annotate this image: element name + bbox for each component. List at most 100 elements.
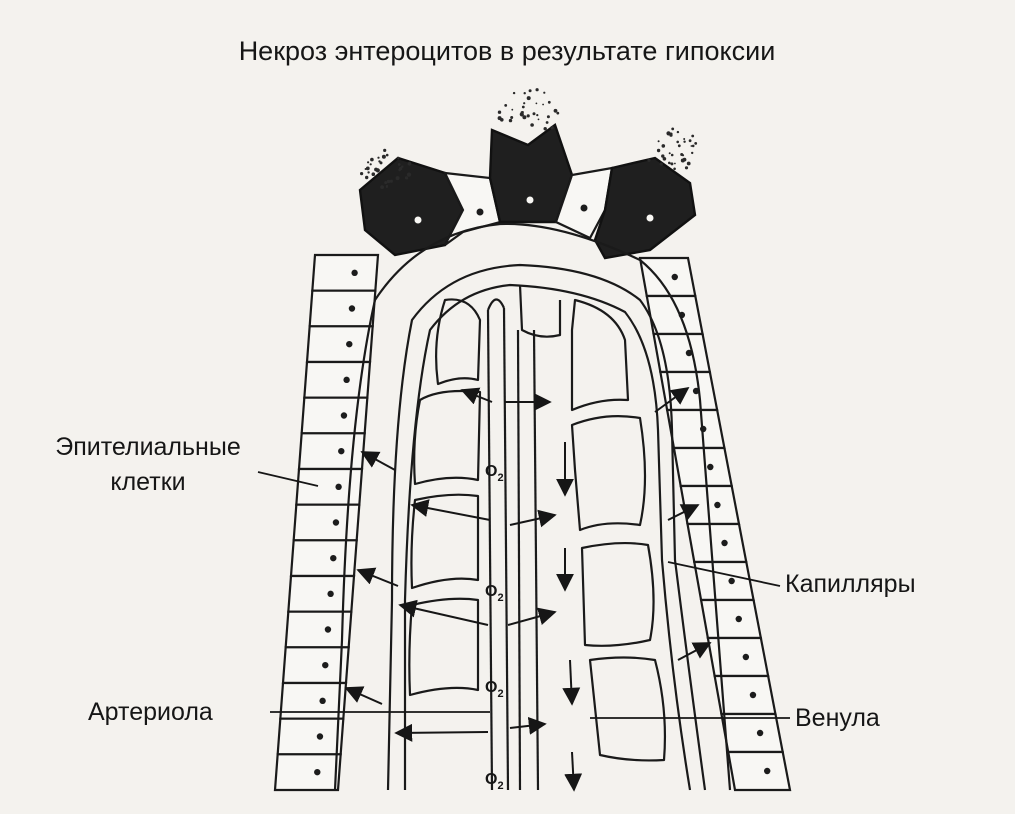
- cell-nucleus: [714, 501, 721, 509]
- epithelium: [273, 123, 792, 792]
- debris-speck: [523, 102, 526, 105]
- debris-speck: [378, 160, 381, 163]
- cell-nucleus: [526, 196, 534, 204]
- o2-label: O2: [485, 679, 504, 700]
- capillary-mesh: [408, 597, 480, 697]
- cell-nucleus: [343, 376, 350, 384]
- venule-label: Венула: [795, 704, 880, 732]
- cell-nucleus: [335, 483, 342, 491]
- oxygen-labels: O2 O2 O2 O2: [485, 463, 504, 792]
- cell-nucleus: [763, 767, 771, 775]
- venule: [516, 329, 540, 791]
- debris-speck: [528, 89, 532, 93]
- cell-nucleus: [692, 387, 700, 395]
- cell-nucleus: [671, 273, 678, 281]
- epithelial-cell: [273, 753, 342, 792]
- debris-speck: [668, 152, 671, 155]
- debris-speck: [554, 109, 558, 112]
- debris-speck: [691, 151, 694, 155]
- label-leaders: [257, 471, 790, 719]
- arteriole-label: Артериола: [88, 698, 213, 726]
- epithelial-leader: [257, 471, 319, 487]
- epithelial-cell: [720, 712, 785, 754]
- debris-speck: [543, 91, 546, 94]
- debris-speck: [385, 185, 388, 188]
- epithelial-cell: [692, 560, 755, 602]
- cell-nucleus: [348, 305, 356, 312]
- cell-nucleus: [338, 447, 345, 455]
- epithelial-cell: [276, 717, 345, 756]
- debris-speck: [508, 118, 513, 123]
- epithelial-cell: [295, 467, 364, 506]
- debris-speck: [543, 127, 547, 131]
- debris-speck: [521, 105, 525, 109]
- debris-speck: [691, 134, 695, 138]
- cell-nucleus: [476, 208, 484, 216]
- debris-speck: [385, 153, 389, 157]
- cell-nucleus: [721, 539, 728, 547]
- debris-speck: [670, 153, 674, 157]
- oxygen-flow-arrows: [344, 386, 712, 792]
- capillary-mesh: [580, 542, 655, 647]
- debris-speck: [662, 157, 667, 161]
- debris-speck: [367, 171, 370, 174]
- left-epithelial-column: [273, 253, 380, 792]
- epithelial-cell: [686, 522, 748, 564]
- debris-speck: [535, 102, 538, 105]
- epithelial-cell: [292, 503, 361, 542]
- debris-speck: [360, 172, 364, 176]
- debris-speck: [690, 145, 693, 147]
- debris-speck: [530, 123, 534, 127]
- debris-speck: [407, 161, 412, 166]
- debris-speck: [532, 112, 536, 116]
- o2-label: O2: [485, 771, 504, 792]
- debris-speck: [676, 130, 680, 134]
- debris-speck: [370, 157, 374, 162]
- debris-speck: [666, 131, 671, 136]
- necrotic-cell: [593, 156, 697, 260]
- epithelial-cells-label-line2: клетки: [110, 468, 185, 496]
- epithelial-cell: [281, 646, 350, 685]
- debris-speck: [526, 114, 530, 118]
- epithelial-cell: [305, 325, 374, 364]
- debris-speck: [546, 115, 550, 119]
- debris-speck: [677, 144, 681, 148]
- cell-nucleus: [685, 349, 693, 357]
- debris-speck: [377, 156, 380, 159]
- epithelial-cell: [279, 681, 348, 720]
- flow-arrow: [344, 386, 712, 792]
- debris-speck: [556, 111, 560, 115]
- debris-speck: [365, 175, 369, 180]
- debris-speck: [684, 166, 689, 170]
- capillary-mesh: [570, 415, 647, 532]
- debris-speck: [504, 104, 508, 107]
- debris-speck: [670, 162, 674, 166]
- cell-nucleus: [330, 554, 337, 562]
- debris-speck: [395, 176, 400, 181]
- debris-speck: [497, 110, 502, 114]
- debris-speck: [661, 144, 666, 148]
- debris-speck: [519, 112, 524, 117]
- debris-speck: [371, 172, 376, 176]
- cell-nucleus: [340, 412, 348, 419]
- basement-membrane: [333, 222, 732, 791]
- cell-nucleus: [332, 519, 340, 526]
- epithelial-cell: [311, 253, 380, 292]
- debris-speck: [550, 125, 554, 130]
- epithelial-cell: [672, 446, 734, 488]
- debris-speck: [500, 118, 504, 122]
- debris-speck: [381, 154, 386, 159]
- debris-speck: [547, 100, 551, 104]
- epithelial-cells-label: Эпителиальные: [55, 433, 240, 461]
- o2-label: O2: [485, 583, 504, 604]
- epithelial-cell: [706, 636, 770, 678]
- debris-speck: [401, 165, 404, 168]
- debris-speck: [669, 132, 673, 136]
- cell-nucleus: [728, 577, 735, 585]
- debris-speck: [512, 91, 516, 95]
- debris-speck: [545, 121, 549, 124]
- debris-speck: [526, 96, 531, 101]
- necrotic-debris: [360, 88, 698, 190]
- necrotic-cell: [488, 123, 574, 224]
- debris-speck: [535, 88, 539, 92]
